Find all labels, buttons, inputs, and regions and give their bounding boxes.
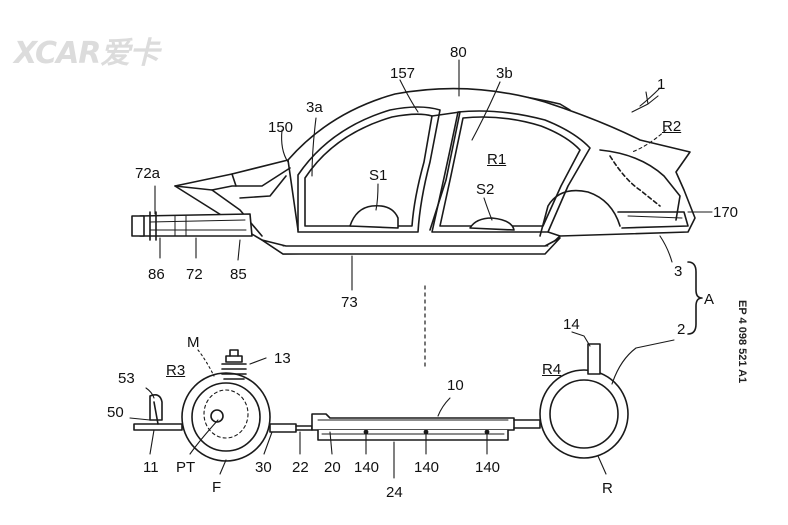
label-3: 3 [674, 263, 683, 280]
lower-platform [133, 343, 629, 462]
label-170: 170 [713, 204, 739, 221]
label-85: 85 [230, 266, 247, 283]
label-10: 10 [447, 377, 464, 394]
label-72: 72 [186, 266, 203, 283]
rear-seat [469, 217, 515, 231]
upper-body-structure [131, 87, 696, 255]
label-30: 30 [255, 459, 272, 476]
label-3b: 3b [496, 65, 513, 82]
label-20: 20 [324, 459, 341, 476]
label-R4: R4 [542, 361, 562, 378]
label-24: 24 [386, 484, 403, 501]
label-22: 22 [292, 459, 309, 476]
label-F: F [212, 479, 222, 496]
label-11: 11 [143, 459, 159, 476]
label-S1: S1 [369, 167, 388, 184]
suspension-spring [221, 349, 247, 380]
label-R3: R3 [166, 362, 186, 379]
front-seat [349, 204, 399, 229]
label-53: 53 [118, 370, 135, 387]
label-PT: PT [176, 459, 196, 476]
label-R2: R2 [662, 118, 682, 135]
assembly-bracket [687, 261, 703, 335]
leader-lines [129, 59, 713, 479]
label-73: 73 [341, 294, 358, 311]
label-13: 13 [274, 350, 291, 367]
label-86: 86 [148, 266, 165, 283]
label-1: 1 [657, 76, 666, 93]
label-157: 157 [390, 65, 416, 82]
label-140-b: 140 [414, 459, 440, 476]
label-S2: S2 [476, 181, 495, 198]
label-50: 50 [107, 404, 124, 421]
watermark-logo: XCAR爱卡 [14, 36, 159, 71]
label-A: A [704, 291, 715, 308]
label-3a: 3a [306, 99, 323, 116]
battery-pack [311, 413, 515, 431]
bumper-beam [131, 215, 145, 237]
label-14: 14 [563, 316, 580, 333]
rear-wheel [539, 369, 629, 459]
patent-number: EP 4 098 521 A1 [736, 300, 748, 384]
label-150: 150 [268, 119, 294, 136]
label-R1: R1 [487, 151, 507, 168]
label-140-a: 140 [354, 459, 380, 476]
label-2: 2 [677, 321, 686, 338]
label-72a: 72a [135, 165, 161, 182]
label-R: R [602, 480, 613, 497]
label-80: 80 [450, 44, 467, 61]
label-140-c: 140 [475, 459, 501, 476]
label-M: M [187, 334, 200, 351]
rear-damper [587, 343, 601, 375]
